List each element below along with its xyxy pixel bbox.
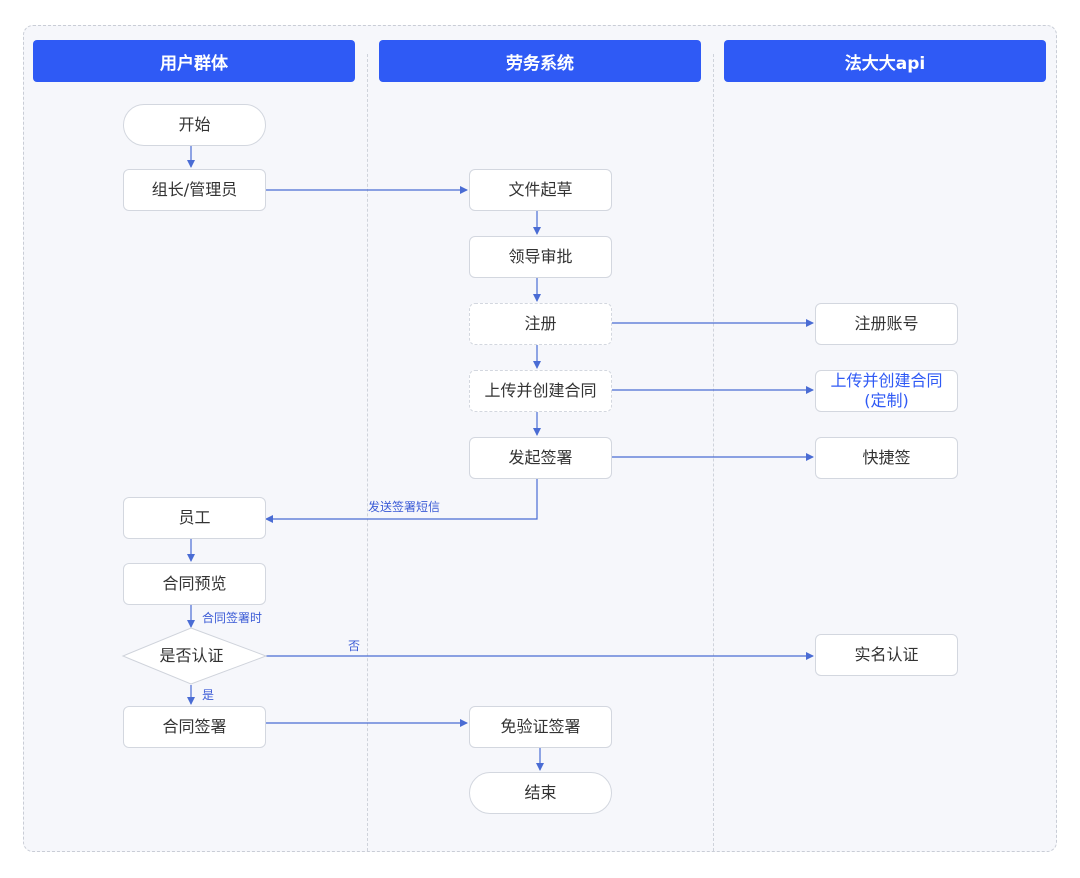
arrow-initiate-to-employee (265, 478, 538, 523)
decision-diamond (121, 627, 268, 685)
node-upload-custom: 上传并创建合同 (定制) (815, 370, 958, 412)
node-contract-sign: 合同签署 (123, 706, 266, 748)
edge-label-no: 否 (348, 639, 361, 653)
lane-divider (367, 54, 368, 851)
edge-label-when-signing: 合同签署时 (202, 611, 263, 625)
node-contract-preview: 合同预览 (123, 563, 266, 605)
node-approve: 领导审批 (469, 236, 612, 278)
node-register: 注册 (469, 303, 612, 345)
node-upload-create: 上传并创建合同 (469, 370, 612, 412)
node-upload-custom-line1: 上传并创建合同 (830, 371, 943, 390)
node-upload-custom-line2: (定制) (864, 391, 909, 410)
node-realname-auth: 实名认证 (815, 634, 958, 676)
node-employee: 员工 (123, 497, 266, 539)
lane-header-fadada-api: 法大大api (724, 40, 1046, 82)
lane-header-labor-system: 劳务系统 (379, 40, 701, 82)
node-end: 结束 (469, 772, 612, 814)
lane-divider (713, 54, 714, 851)
node-register-account: 注册账号 (815, 303, 958, 345)
node-quick-sign: 快捷签 (815, 437, 958, 479)
node-nocheck-sign: 免验证签署 (469, 706, 612, 748)
node-start: 开始 (123, 104, 266, 146)
node-leader-admin: 组长/管理员 (123, 169, 266, 211)
node-decision-label: 是否认证 (159, 646, 224, 665)
node-draft: 文件起草 (469, 169, 612, 211)
edge-label-send-sms: 发送签署短信 (368, 500, 441, 514)
lane-header-user-group: 用户群体 (33, 40, 355, 82)
edge-label-yes: 是 (202, 688, 215, 702)
node-initiate-sign: 发起签署 (469, 437, 612, 479)
